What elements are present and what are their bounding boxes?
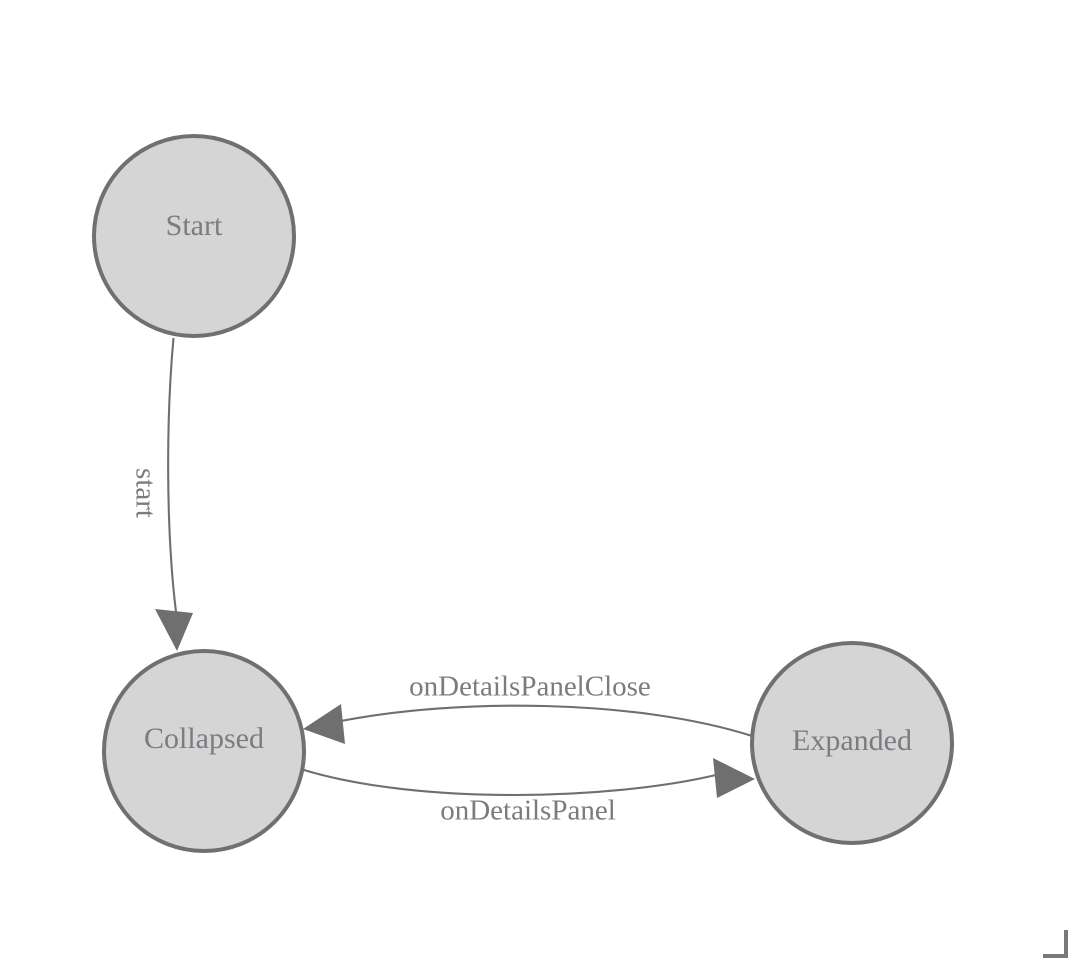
node-expanded-label: Expanded bbox=[792, 724, 912, 757]
node-start-label: Start bbox=[166, 209, 223, 242]
edge-expanded-to-collapsed-path bbox=[335, 704, 753, 737]
edge-label-on-details-panel: onDetailsPanel bbox=[440, 795, 616, 827]
edge-start-to-collapsed-arrowhead bbox=[155, 609, 193, 651]
edge-collapsed-to-expanded-arrowhead bbox=[713, 758, 755, 798]
edge-start-to-collapsed-path bbox=[167, 337, 178, 613]
edge-label-on-details-panel-close: onDetailsPanelClose bbox=[409, 671, 651, 703]
node-start[interactable]: Start bbox=[92, 134, 296, 338]
node-start-circle bbox=[92, 134, 296, 338]
resize-corner-marker-icon[interactable] bbox=[1043, 930, 1068, 958]
edge-collapsed-to-expanded-path bbox=[303, 768, 717, 796]
edge-expanded-to-collapsed-arrowhead bbox=[303, 704, 345, 744]
node-collapsed-circle bbox=[102, 649, 306, 853]
edge-start-to-collapsed[interactable] bbox=[155, 337, 193, 651]
node-expanded[interactable]: Expanded bbox=[750, 641, 954, 845]
node-expanded-circle bbox=[750, 641, 954, 845]
edge-collapsed-to-expanded[interactable] bbox=[303, 758, 755, 798]
edge-label-start: start bbox=[129, 468, 161, 518]
node-collapsed-label: Collapsed bbox=[144, 722, 264, 755]
edge-expanded-to-collapsed[interactable] bbox=[303, 704, 753, 744]
node-collapsed[interactable]: Collapsed bbox=[102, 649, 306, 853]
